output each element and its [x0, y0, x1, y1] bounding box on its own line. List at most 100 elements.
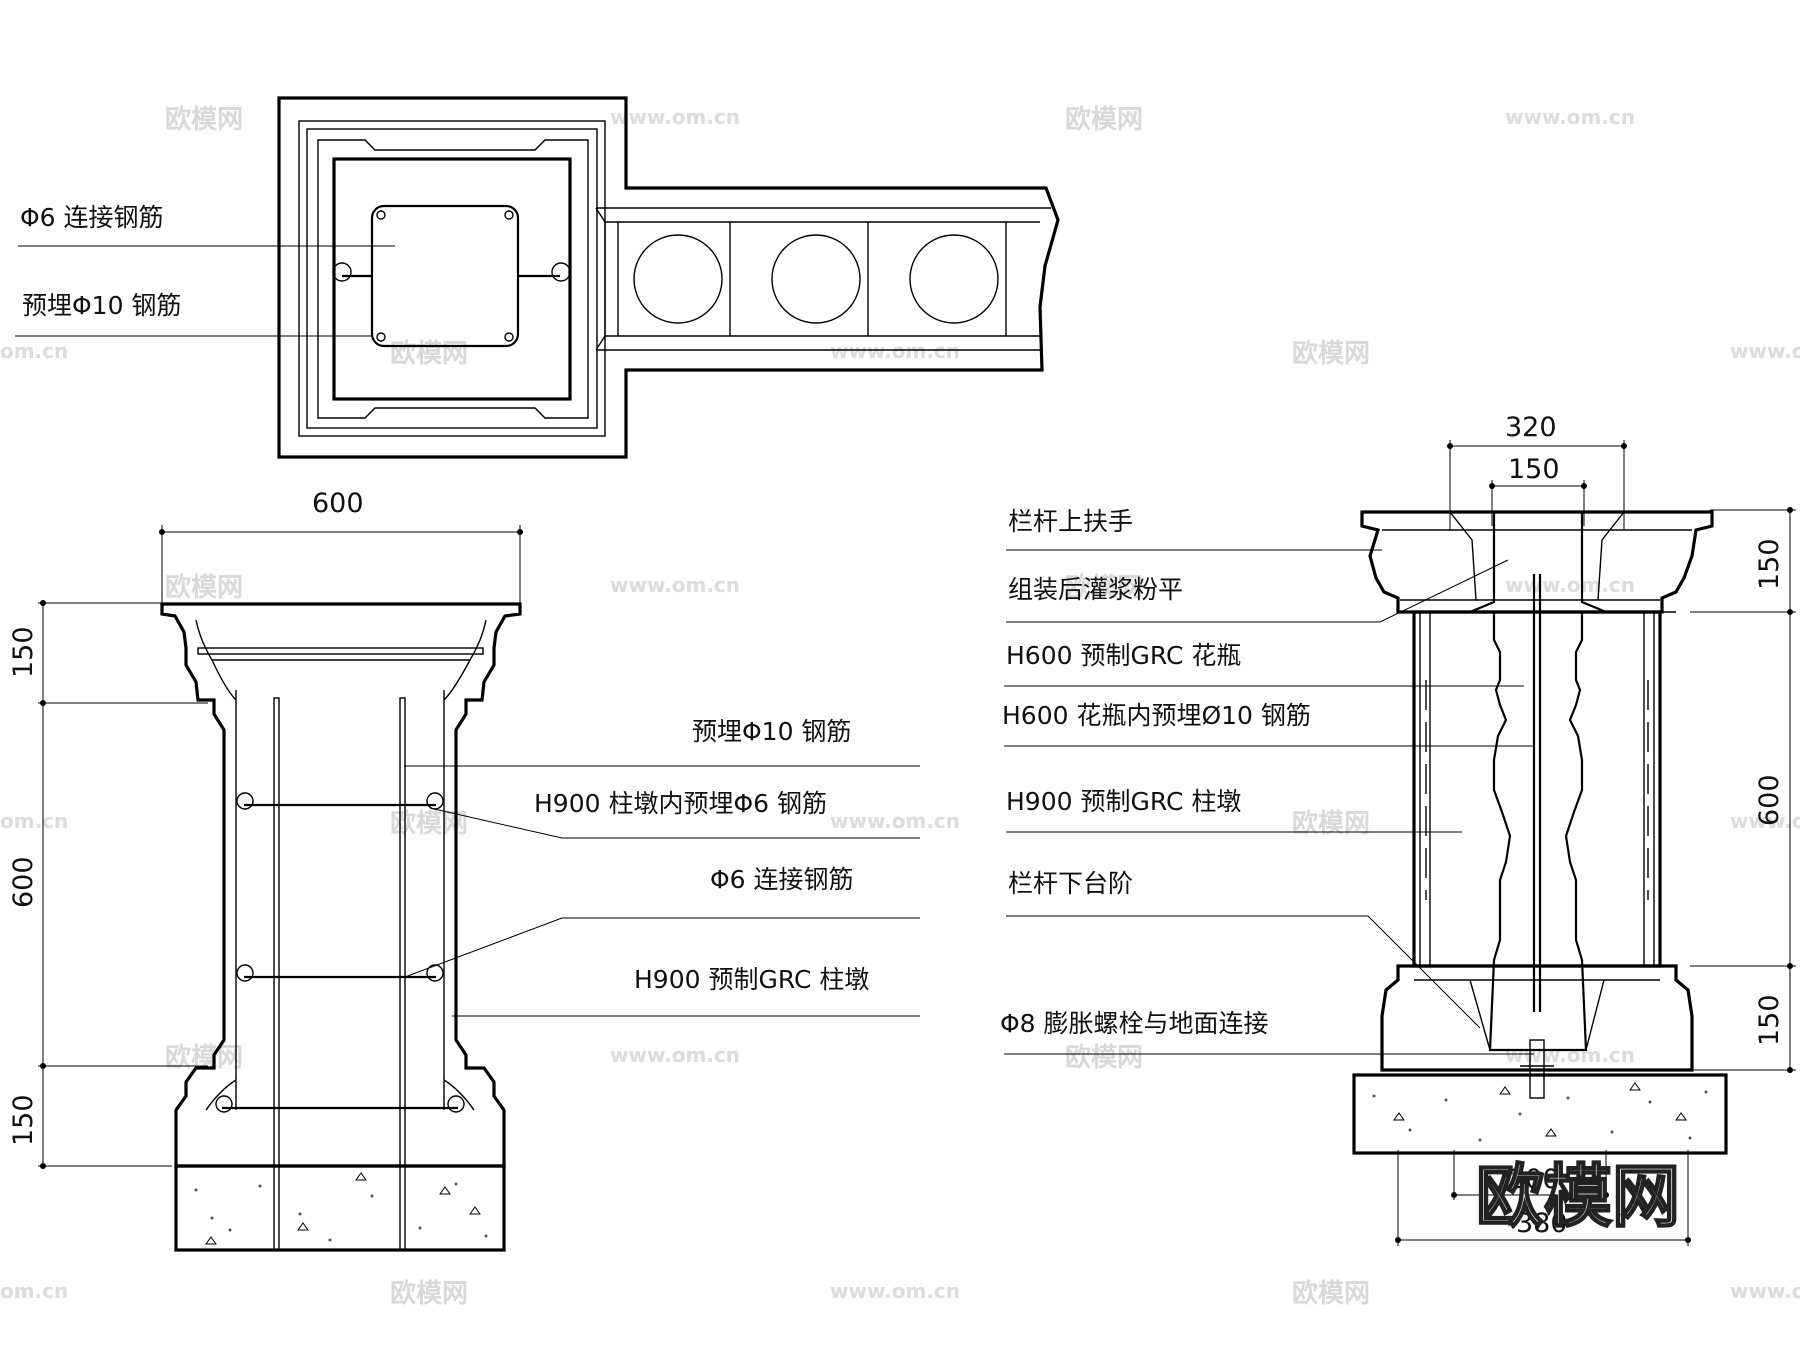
watermark-brand: 欧模网	[165, 104, 243, 135]
leader-line	[1006, 915, 1481, 1029]
dim-tick	[1395, 1237, 1401, 1243]
right-section: 320 150 150 600 150	[1000, 412, 1796, 1246]
watermark-url: www.om.cn	[1505, 105, 1635, 129]
right-dim-600: 600	[1754, 774, 1785, 826]
pier-wall	[1419, 611, 1431, 967]
watermark-brand: 欧模网	[165, 572, 243, 603]
left-pier-outline	[160, 602, 522, 1168]
dim-tick	[1787, 507, 1793, 513]
watermark-layer: 欧模网 www.om.cn 欧模网 www.om.cn om.cn 欧模网 ww…	[0, 104, 1800, 1309]
base-fill-edge	[1469, 979, 1491, 1051]
right-foundation	[1352, 1073, 1728, 1155]
watermark-url-short: om.cn	[0, 809, 68, 833]
right-dim-200: 200	[1508, 1164, 1560, 1195]
watermark-url: www.om.cn	[830, 1279, 960, 1303]
watermark-brand: 欧模网	[1065, 1042, 1143, 1073]
right-label-vase-rebar: H600 花瓶内预埋Ø10 钢筋	[1002, 701, 1311, 730]
pier-inner-curve	[443, 659, 471, 701]
dim-tick	[1447, 443, 1453, 449]
cap-inner-line	[195, 619, 487, 661]
right-label-grc-pier: H900 预制GRC 柱墩	[1006, 787, 1241, 816]
rebar-dot	[376, 210, 386, 220]
baluster-circle	[633, 234, 723, 324]
rebar-anchor	[447, 1095, 465, 1113]
pier-inner-curve	[443, 1079, 475, 1111]
rebar-anchor	[215, 1095, 233, 1113]
footing-speckle	[194, 1172, 488, 1245]
plan-frame-inner	[306, 128, 598, 429]
dim-tick	[40, 1163, 46, 1169]
watermark-url-short: om.cn	[0, 1279, 68, 1303]
left-dim-600: 600	[8, 856, 39, 908]
watermark-url: www.om.cn	[1505, 1043, 1635, 1067]
dim-tick	[40, 1063, 46, 1069]
left-dim-150-top: 150	[8, 626, 39, 678]
dim-tick	[1489, 483, 1495, 489]
grout-edge	[1449, 511, 1477, 601]
rebar-dot	[504, 210, 514, 220]
dim-tick	[1787, 963, 1793, 969]
dim-tick	[1581, 483, 1587, 489]
rail-line	[595, 207, 1040, 223]
left-footing	[174, 1164, 506, 1252]
plan-label-embedded-rebar: 预埋Φ10 钢筋	[22, 291, 181, 320]
cap-plate	[197, 647, 484, 655]
dim-tick	[1685, 1237, 1691, 1243]
dim-tick	[1451, 1192, 1457, 1198]
right-label-bolt: Φ8 膨胀螺栓与地面连接	[1000, 1009, 1269, 1038]
watermark-url: www.om.cn	[830, 809, 960, 833]
left-elevation: 600 150 600 150	[8, 488, 920, 1252]
watermark-url-short: om.cn	[0, 339, 68, 363]
plan-label-connect-rebar: Φ6 连接钢筋	[20, 203, 164, 232]
rebar-anchor	[236, 792, 254, 810]
plan-view: Φ6 连接钢筋 预埋Φ10 钢筋	[15, 96, 1060, 459]
right-label-grc-vase: H600 预制GRC 花瓶	[1006, 641, 1241, 670]
rebar-anchor	[236, 964, 254, 982]
right-dim-150-top-side: 150	[1754, 538, 1785, 590]
watermark-url: www.om.cn	[610, 105, 740, 129]
rebar-dot	[376, 332, 386, 342]
right-dim-150-top: 150	[1508, 454, 1560, 485]
left-label-grc-pier: H900 预制GRC 柱墩	[634, 965, 869, 994]
left-dim-150-bottom: 150	[8, 1094, 39, 1146]
dim-tick	[1787, 1067, 1793, 1073]
dim-tick	[1603, 1192, 1609, 1198]
baluster-vase	[1488, 612, 1588, 1052]
dim-tick	[159, 529, 165, 535]
watermark-brand: 欧模网	[1065, 104, 1143, 135]
rebar-anchor	[426, 792, 444, 810]
watermark-url: www.om.cn	[1730, 809, 1800, 833]
grout-edge	[1597, 511, 1625, 601]
expansion-bolt	[1529, 1039, 1545, 1099]
dim-tick	[1621, 443, 1627, 449]
dim-tick	[1787, 609, 1793, 615]
pier-inner-curve	[205, 1079, 237, 1111]
pier-inner-curve	[211, 659, 237, 701]
rebar-anchor	[426, 964, 444, 982]
dim-tick	[40, 700, 46, 706]
left-label-connect-rebar: Φ6 连接钢筋	[710, 865, 854, 894]
watermark-url: www.om.cn	[1505, 573, 1635, 597]
leader-line	[404, 917, 920, 978]
baluster-circle	[771, 234, 861, 324]
watermark-url: www.om.cn	[610, 573, 740, 597]
right-dim-380: 380	[1516, 1208, 1568, 1239]
left-dim-600-top: 600	[312, 488, 364, 519]
plan-rebar-frame	[370, 204, 520, 348]
right-label-grout: 组装后灌浆粉平	[1008, 575, 1183, 604]
rebar-dot	[504, 332, 514, 342]
watermark-url: www.om.cn	[1730, 1279, 1800, 1303]
right-base-step	[1380, 964, 1694, 1072]
left-label-pier-rebar: H900 柱墩内预埋Φ6 钢筋	[534, 789, 827, 818]
right-label-handrail: 栏杆上扶手	[1008, 507, 1133, 536]
leader-line	[1006, 559, 1509, 623]
watermark-brand: 欧模网	[390, 1278, 468, 1309]
watermark-url: www.om.cn	[830, 339, 960, 363]
handrail-cap	[1360, 510, 1714, 614]
right-pier-body	[1412, 610, 1662, 968]
watermark-url: www.om.cn	[1730, 339, 1800, 363]
foundation-speckle	[1372, 1082, 1708, 1142]
watermark-url: www.om.cn	[610, 1043, 740, 1067]
right-dim-320: 320	[1505, 412, 1557, 443]
